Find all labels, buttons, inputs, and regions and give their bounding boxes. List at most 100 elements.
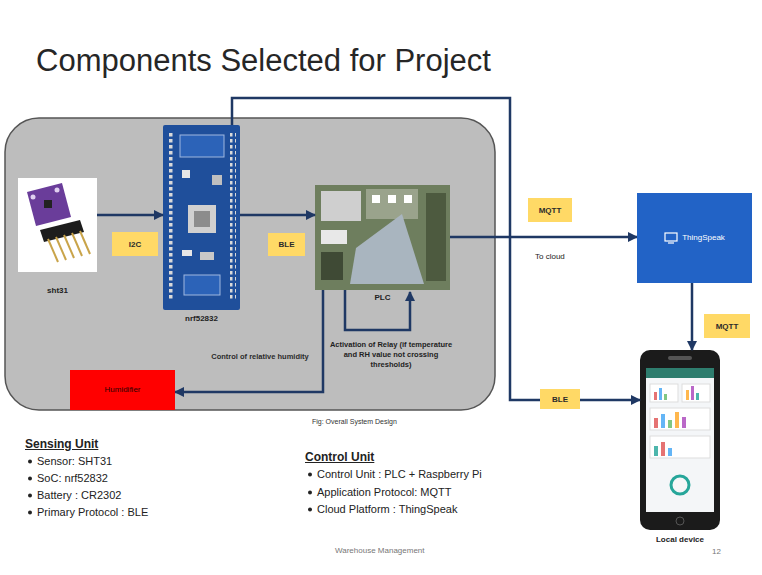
phone-picture bbox=[682, 384, 710, 402]
phone-picture bbox=[664, 394, 667, 400]
bullet-dot bbox=[308, 491, 312, 495]
connector-arrow bbox=[450, 236, 637, 239]
connector-group bbox=[97, 98, 692, 400]
protocol-tag: MQTT bbox=[528, 198, 572, 222]
phone-picture bbox=[650, 384, 678, 402]
bullet-text: Primary Protocol : BLE bbox=[37, 506, 148, 519]
slide-number: 12 bbox=[712, 547, 721, 557]
text-column: Humidifier bbox=[104, 385, 140, 395]
slide-title: Components Selected for Project bbox=[36, 42, 491, 79]
system-region bbox=[5, 118, 495, 410]
phone-picture bbox=[676, 517, 684, 525]
protocol-tag: MQTT bbox=[704, 314, 750, 338]
monitor-icon bbox=[664, 232, 678, 244]
connector-arrow bbox=[240, 214, 315, 217]
phone-picture bbox=[646, 368, 714, 378]
bullet-text: SoC: nrf52832 bbox=[37, 472, 108, 485]
phone-picture bbox=[646, 368, 714, 512]
phone-picture bbox=[650, 408, 710, 430]
node-label: Humidifier bbox=[104, 385, 140, 395]
note-label: Activation of Relay (if temperature and … bbox=[326, 340, 456, 369]
plc-picture bbox=[321, 191, 361, 221]
bullet-dot bbox=[28, 477, 32, 481]
plc-picture bbox=[372, 195, 380, 203]
sht31-sensor-picture bbox=[48, 239, 58, 262]
phone-picture bbox=[659, 388, 662, 400]
sht31-sensor-picture bbox=[56, 237, 66, 260]
sht31-sensor-picture bbox=[40, 220, 84, 242]
protocol-tag: BLE bbox=[268, 233, 305, 256]
nrf52832-board-picture bbox=[182, 250, 192, 256]
sht31-sensor-picture bbox=[44, 200, 52, 208]
node-caption: sht31 bbox=[0, 286, 137, 296]
nrf52832-board-picture bbox=[163, 125, 240, 310]
bullet-dot bbox=[28, 460, 32, 464]
node-label: ThingSpeak bbox=[682, 233, 725, 243]
monitor-icon bbox=[665, 233, 677, 241]
phone-picture bbox=[668, 420, 672, 428]
figure-caption: Fig: Overall System Design bbox=[312, 418, 397, 426]
plc-picture bbox=[321, 230, 347, 244]
bullet-dot bbox=[308, 473, 312, 477]
nrf52832-board-picture bbox=[180, 135, 224, 157]
sht31-sensor-picture bbox=[80, 231, 90, 254]
nrf52832-board-picture bbox=[194, 211, 210, 227]
connector-arrow bbox=[691, 283, 694, 350]
bullet-dot bbox=[28, 494, 32, 498]
plc-picture bbox=[321, 252, 343, 280]
phone-picture bbox=[650, 436, 710, 458]
nrf52832-board-picture bbox=[167, 132, 173, 300]
bullet-text: Application Protocol: MQTT bbox=[317, 486, 452, 499]
edge-label: Control of relative humidity bbox=[210, 352, 310, 362]
soc-board: nrf52832 bbox=[163, 125, 240, 310]
protocol-tag: BLE bbox=[540, 389, 580, 409]
connector-arrow bbox=[175, 290, 323, 392]
phone-device: Local device bbox=[640, 350, 720, 530]
phone-picture bbox=[675, 412, 679, 428]
note-label: To cloud bbox=[535, 252, 565, 262]
nrf52832-board-picture bbox=[182, 170, 190, 178]
monitor-icon bbox=[668, 242, 674, 243]
phone-picture bbox=[654, 392, 657, 400]
plc-picture bbox=[388, 195, 396, 203]
phone-picture bbox=[691, 386, 694, 400]
phone-picture bbox=[696, 393, 699, 400]
bullet-text: Battery : CR2302 bbox=[37, 489, 121, 502]
phone-picture bbox=[654, 446, 658, 456]
plc-picture bbox=[366, 189, 418, 219]
sht31-sensor-picture bbox=[27, 183, 71, 226]
connector-arrow bbox=[97, 214, 163, 217]
phone-picture bbox=[661, 414, 665, 428]
phone-picture bbox=[661, 442, 665, 456]
text-column: ThingSpeak bbox=[682, 233, 725, 243]
bullet-text: Sensor: SHT31 bbox=[37, 455, 112, 468]
plc-picture bbox=[315, 185, 450, 290]
phone-picture bbox=[668, 448, 672, 456]
sht31-sensor-picture bbox=[64, 235, 74, 258]
nrf52832-board-picture bbox=[230, 132, 236, 300]
phone-picture bbox=[671, 476, 689, 494]
footer-text: Warehouse Management bbox=[335, 546, 425, 556]
bullet-text: Cloud Platform : ThingSpeak bbox=[317, 503, 457, 516]
phone-picture bbox=[640, 350, 720, 530]
phone-picture bbox=[668, 356, 692, 360]
nrf52832-board-picture bbox=[188, 205, 216, 233]
sht31-sensor-picture bbox=[55, 188, 60, 193]
plc-picture bbox=[426, 193, 446, 281]
plc-picture bbox=[350, 214, 424, 284]
section-heading: Control Unit bbox=[305, 450, 374, 464]
bullet-text: Control Unit : PLC + Raspberry Pi bbox=[317, 468, 482, 481]
protocol-tag: I2C bbox=[112, 232, 158, 256]
sht31-sensor-picture bbox=[18, 178, 97, 272]
node-caption: Local device bbox=[600, 535, 760, 545]
sht31-sensor-picture bbox=[72, 233, 82, 256]
nrf52832-board-picture bbox=[163, 125, 240, 310]
nrf52832-board-picture bbox=[184, 275, 220, 295]
cloud-platform-box: ThingSpeak bbox=[637, 193, 752, 283]
phone-picture bbox=[682, 417, 686, 428]
nrf52832-board-picture bbox=[200, 252, 214, 260]
plc-picture bbox=[315, 185, 450, 290]
plc-unit: PLC bbox=[315, 185, 450, 290]
bullet-dot bbox=[308, 508, 312, 512]
